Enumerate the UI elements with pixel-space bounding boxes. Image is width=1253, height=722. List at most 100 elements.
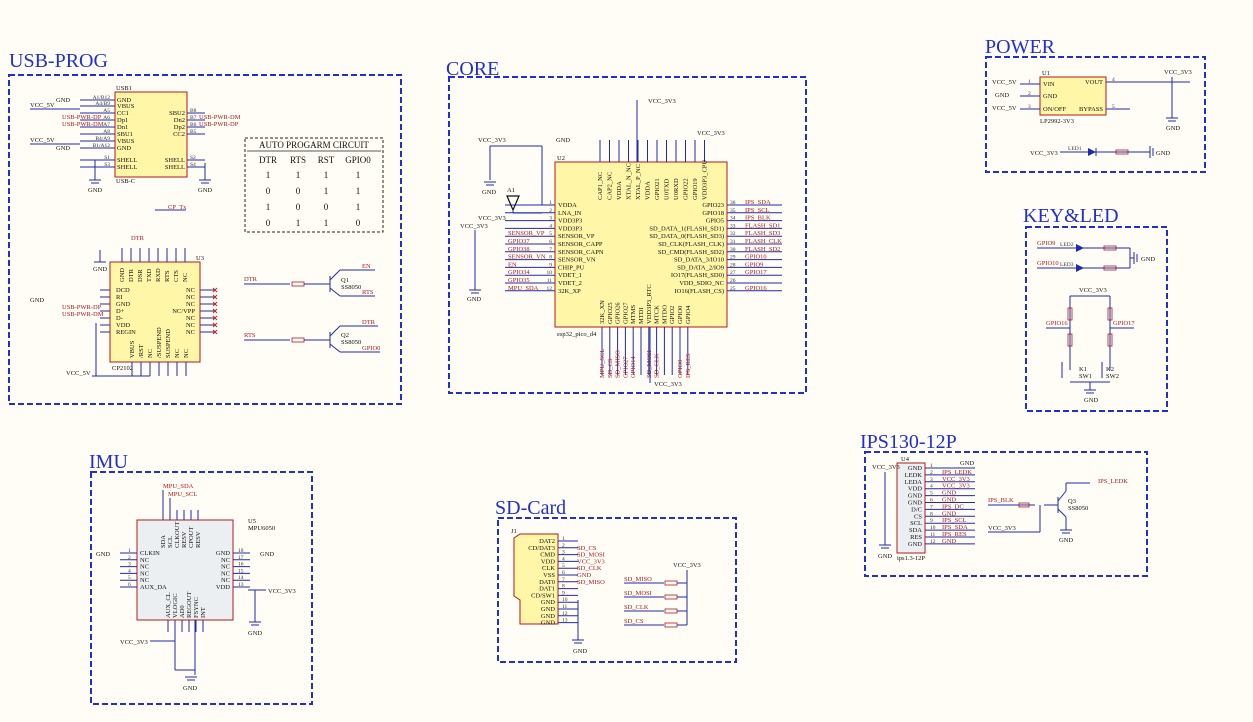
imu-body [136,519,234,621]
no-connect-mark [212,287,218,293]
auto-table-cell: 1 [356,186,361,196]
esp32-right-pin-num: 34 [730,216,736,222]
usb1-left-pin-num: B1/A12 [93,143,111,149]
sd-body [513,533,559,625]
usb1-left-pin-num: A8 [103,129,110,135]
ips-blk-label: IPS_BLK [988,497,1014,504]
imu-left-pin-num: 3 [128,562,131,568]
ldo-left-pin-name: ON/OFF [1043,106,1067,113]
ips-nets: VCC_3V3 GND GND IPS_BLK GND Q3 SS8050 IP… [872,460,1128,560]
esp32-left-pin-name: VDD3P3 [558,218,582,225]
sd-pin-name: VDD [541,558,555,565]
esp32-right-pin-name: GPIO5 [706,218,724,225]
q1-ref: Q1 [341,277,349,284]
sd-pin-name: DAT1 [539,586,555,593]
esp32-bottom-pin-name: VDD3P3_RTC [646,284,653,324]
ips-pin-name: LEDA [905,479,923,486]
power-frame [985,56,1206,173]
ips-gnd-label-2: GND [960,460,974,467]
esp32-right-pin-name: SD_DATA_1(FLASH_SD1) [649,225,724,232]
sd-pin-num: 8 [562,584,565,590]
esp32-right-net-label: GPIO16 [745,285,767,292]
ips-pin-name: CS [914,513,922,520]
sd-pullup-net-label: SD_CLK [624,604,649,611]
esp32-right-net-label: GPIO9 [745,261,763,268]
sd-pin-num: 4 [562,556,565,562]
esp32-bottom-pin-name: MTDI [638,307,645,324]
core-vcc3-label-2: VCC_3V3 [648,98,676,105]
imu-right-pin-num: 16 [238,562,244,568]
esp32-left-pin-num: 11 [547,278,553,284]
esp32-top-pin-name: XTAL_N_NC [626,163,633,200]
sw1-ref: SW1 [1079,373,1092,380]
ips-pin-name: VDD [908,486,922,493]
esp32-top-pin-name: XTAL_P_NC [635,164,642,200]
ips-ref: U4 [901,456,910,463]
core-title: CORE [446,58,499,80]
ldo-right-pin-name: VOUT [1085,79,1103,86]
sd-pin-name: CD/DAT3 [528,545,555,552]
usb1-right-pin-name: SHELL [165,164,185,171]
esp32-left-pin-num: 10 [547,270,553,276]
cp2102-left-pin-name: VDD [116,322,130,329]
usb1-left-pin-name: SBU1 [117,131,133,138]
imu-left-pin-name: NC [140,570,149,577]
imu-vcc3-label-1: VCC_3V3 [268,588,296,595]
pwr-vcc5-label-1: VCC_5V [992,79,1017,86]
ips-net-label: GND [942,490,956,497]
ldo-right-pin-num: 4 [1112,77,1115,83]
ldo-left-pin-num: 3 [1028,104,1031,110]
esp32-bottom-net-label: SD_CS [607,358,614,378]
esp32-bottom-net-label: SD_CLK [654,353,661,378]
no-connect-mark [212,322,218,328]
sd-pin-num: 7 [562,577,565,583]
usb1-left-pin-num: B4/A9 [95,136,110,142]
cp-vcc5-label: VCC_5V [66,370,91,377]
imu-bottom-pin-name: REGOUT [186,592,193,618]
key2-net-label: GPIO17 [1113,320,1135,327]
q1-rts-label: RTS [362,289,374,296]
usb1-left-pin-name: SHELL [117,164,137,171]
usb1-left-pin-num: A1/B12 [93,95,111,101]
usb1-left-pin-name: Dn1 [117,124,128,131]
led1-ref: LED1 [1068,146,1082,152]
pwr-gnd-label-3: GND [1156,150,1170,157]
imu-bottom-pin-name: AUX_CL [165,592,172,618]
imu-right-pin-name: NC [221,570,230,577]
esp32-top-pin-name: VDDA [645,181,652,200]
imu-scl-label: MPU_SCL [168,491,197,498]
esp32-right-pin-name: VDD_SDIO_NC [679,280,724,287]
esp32-body [554,161,728,328]
esp32-chip: U2 esp32_pico_d4 VDDA1LNA_IN2VDD3P33VDD3… [505,140,782,378]
ips-pin-name: GND [908,493,922,500]
esp32-left-net-label: GPIO34 [508,269,530,276]
no-connect-mark [212,294,218,300]
ldo-right-pin-num: 5 [1112,104,1115,110]
esp32-top-pin-name: CAP2_NC [607,172,614,200]
ips-net-label: IPS_SCL [942,517,967,524]
led3-ref: LED3 [1060,262,1074,268]
esp32-right-net-label: IPS_SDA [745,199,771,206]
imu-right-pin-num: 17 [238,555,244,561]
cp2102-top-pin-name: RTS [164,270,171,282]
usb-dp-label-a: USB-PWR-DP [62,114,102,121]
auto-table-cell: 1 [296,218,301,228]
usb1-right-pin-name: SBU2 [169,110,185,117]
esp32-left-pin-num: 1 [549,200,552,206]
usb1-right-pin-num: B7 [190,115,197,121]
esp32-bottom-net-label: MPU_SCL [599,349,606,378]
cp2102-top-pin-name: CTS [173,270,180,282]
esp32-left-pin-num: 2 [549,208,552,214]
esp32-right-pin-num: 28 [730,262,736,268]
esp32-bottom-pin-name: GPIO27 [622,302,629,324]
ips-frame [864,451,1148,577]
esp32-right-pin-num: 30 [730,247,736,253]
auto-table-cell: 0 [296,202,301,212]
ips-pin-num: 7 [930,504,933,510]
cp2102-left-pin-name: GND [116,301,130,308]
sd-pin-name: CLK [542,565,555,572]
